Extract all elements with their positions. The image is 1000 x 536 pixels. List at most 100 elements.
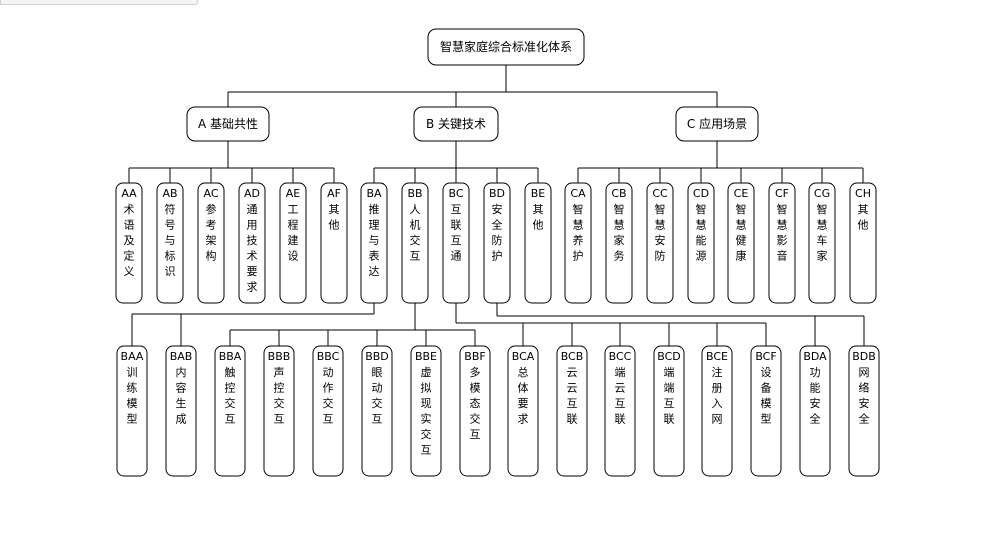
node-bcf-frame	[750, 345, 782, 477]
node-cd-text: 智慧能源	[696, 202, 707, 263]
node-bba-code: BBA	[219, 350, 242, 363]
node-ba-code: BA	[366, 187, 382, 200]
node-bd-text: 安全防护	[492, 202, 503, 263]
node-cg-frame	[808, 182, 836, 304]
node-bd-frame	[483, 182, 511, 304]
node-ba-frame	[360, 182, 388, 304]
node-bcf[interactable]: BCF 设备模型	[750, 345, 782, 477]
node-bcb[interactable]: BCB 云云互联	[556, 345, 588, 477]
node-bcf-text: 设备模型	[761, 366, 772, 426]
node-ae-text: 工程建设	[288, 203, 299, 263]
category-node-c-frame	[675, 106, 759, 142]
node-cc-code: CC	[652, 187, 668, 200]
node-bda-frame	[799, 345, 831, 477]
node-ac-text: 参考架构	[206, 202, 217, 263]
node-ad-text: 通用技术要求	[247, 203, 258, 294]
node-ca-text: 智慧养护	[573, 202, 584, 263]
node-bcd-frame	[653, 345, 685, 477]
node-bcb-code: BCB	[561, 350, 584, 363]
node-bdb-code: BDB	[852, 350, 876, 363]
node-bce-text: 注册入网	[712, 365, 723, 426]
node-cc[interactable]: CC 智慧安防	[646, 182, 674, 304]
node-bcb-text: 云云互联	[567, 366, 578, 426]
node-be-frame	[524, 182, 552, 304]
node-bb-text: 人机交互	[410, 203, 421, 263]
node-bc-frame	[442, 182, 470, 304]
category-node-b-frame	[413, 106, 499, 142]
node-ae[interactable]: AE 工程建设	[279, 182, 307, 304]
category-node-b[interactable]: B 关键技术	[413, 106, 499, 142]
node-ca[interactable]: CA 智慧养护	[564, 182, 592, 304]
node-bc-code: BC	[448, 187, 463, 200]
node-ae-code: AE	[286, 187, 301, 200]
node-ca-code: CA	[570, 187, 586, 200]
node-ca-frame	[564, 182, 592, 304]
node-baa-frame	[116, 345, 148, 477]
category-node-a[interactable]: A 基础共性	[186, 106, 270, 142]
node-aa-frame	[115, 182, 143, 304]
node-bbf-frame	[459, 345, 491, 477]
node-ab-code: AB	[162, 187, 177, 200]
tree-connectors	[128, 65, 865, 346]
node-bcc-code: BCC	[609, 350, 632, 363]
node-bbe-frame	[410, 345, 442, 477]
node-cf-frame	[768, 182, 796, 304]
node-bcc-frame	[604, 345, 636, 477]
node-cb-frame	[605, 182, 633, 304]
node-bdb-frame	[848, 345, 880, 477]
node-aa-code: AA	[121, 187, 137, 200]
node-ad-code: AD	[244, 187, 260, 200]
node-cf-code: CF	[775, 187, 789, 200]
node-ch-text: 其他	[858, 203, 869, 232]
node-bbc-frame	[312, 345, 344, 477]
node-ad[interactable]: AD 通用技术要求	[238, 182, 266, 304]
node-bca-code: BCA	[512, 350, 535, 363]
node-be-code: BE	[531, 187, 546, 200]
node-bda-code: BDA	[803, 350, 827, 363]
node-bc[interactable]: BC 互联互通	[442, 182, 470, 304]
node-cf[interactable]: CF 智慧影音	[768, 182, 796, 304]
category-node-c[interactable]: C 应用场景	[675, 106, 759, 142]
node-bbb-code: BBB	[268, 350, 291, 363]
node-bc-text: 互联互通	[451, 203, 462, 263]
node-bb-code: BB	[407, 187, 422, 200]
node-bbd-frame	[361, 345, 393, 477]
node-cf-text: 智慧影音	[777, 202, 788, 263]
root-node[interactable]: 智慧家庭综合标准化体系	[427, 28, 585, 66]
browser-tab-strip[interactable]	[0, 0, 198, 5]
category-node-b-label: B 关键技术	[426, 117, 486, 131]
node-bcf-code: BCF	[755, 350, 776, 363]
node-bbf-text: 多模态交互	[470, 365, 481, 441]
node-bb[interactable]: BB 人机交互	[401, 182, 429, 304]
node-cc-text: 智慧安防	[655, 202, 666, 263]
node-cg-text: 智慧车家	[817, 202, 828, 263]
node-bbe-text: 虚拟现实交互	[421, 366, 432, 457]
